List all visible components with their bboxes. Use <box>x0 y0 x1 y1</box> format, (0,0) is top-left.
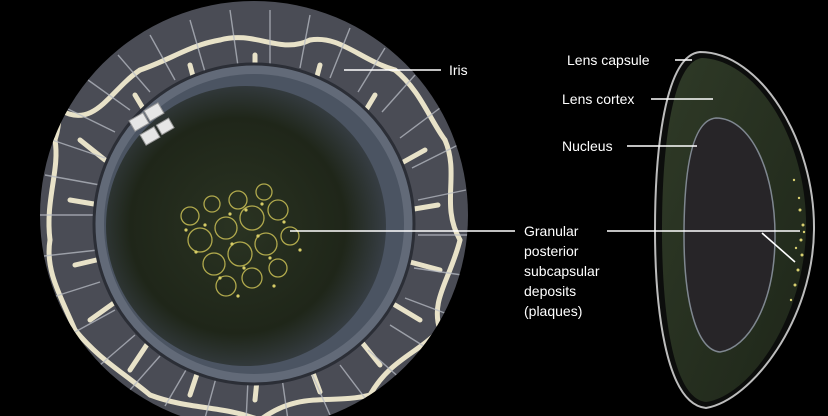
label-deposits-line-4: deposits <box>524 283 576 299</box>
label-deposits-line-5: (plaques) <box>524 303 582 319</box>
label-lens-cortex: Lens cortex <box>562 91 634 107</box>
label-deposits-line-1: Granular <box>524 223 579 239</box>
label-deposits-line-2: posterior <box>524 243 579 259</box>
pupil-dark-lens <box>106 86 386 366</box>
label-iris: Iris <box>449 62 468 78</box>
front-view-illustration <box>40 1 468 416</box>
label-nucleus: Nucleus <box>562 138 613 154</box>
label-deposits-line-3: subcapsular <box>524 263 600 279</box>
side-view-illustration <box>655 52 814 408</box>
label-lens-capsule: Lens capsule <box>567 52 650 68</box>
